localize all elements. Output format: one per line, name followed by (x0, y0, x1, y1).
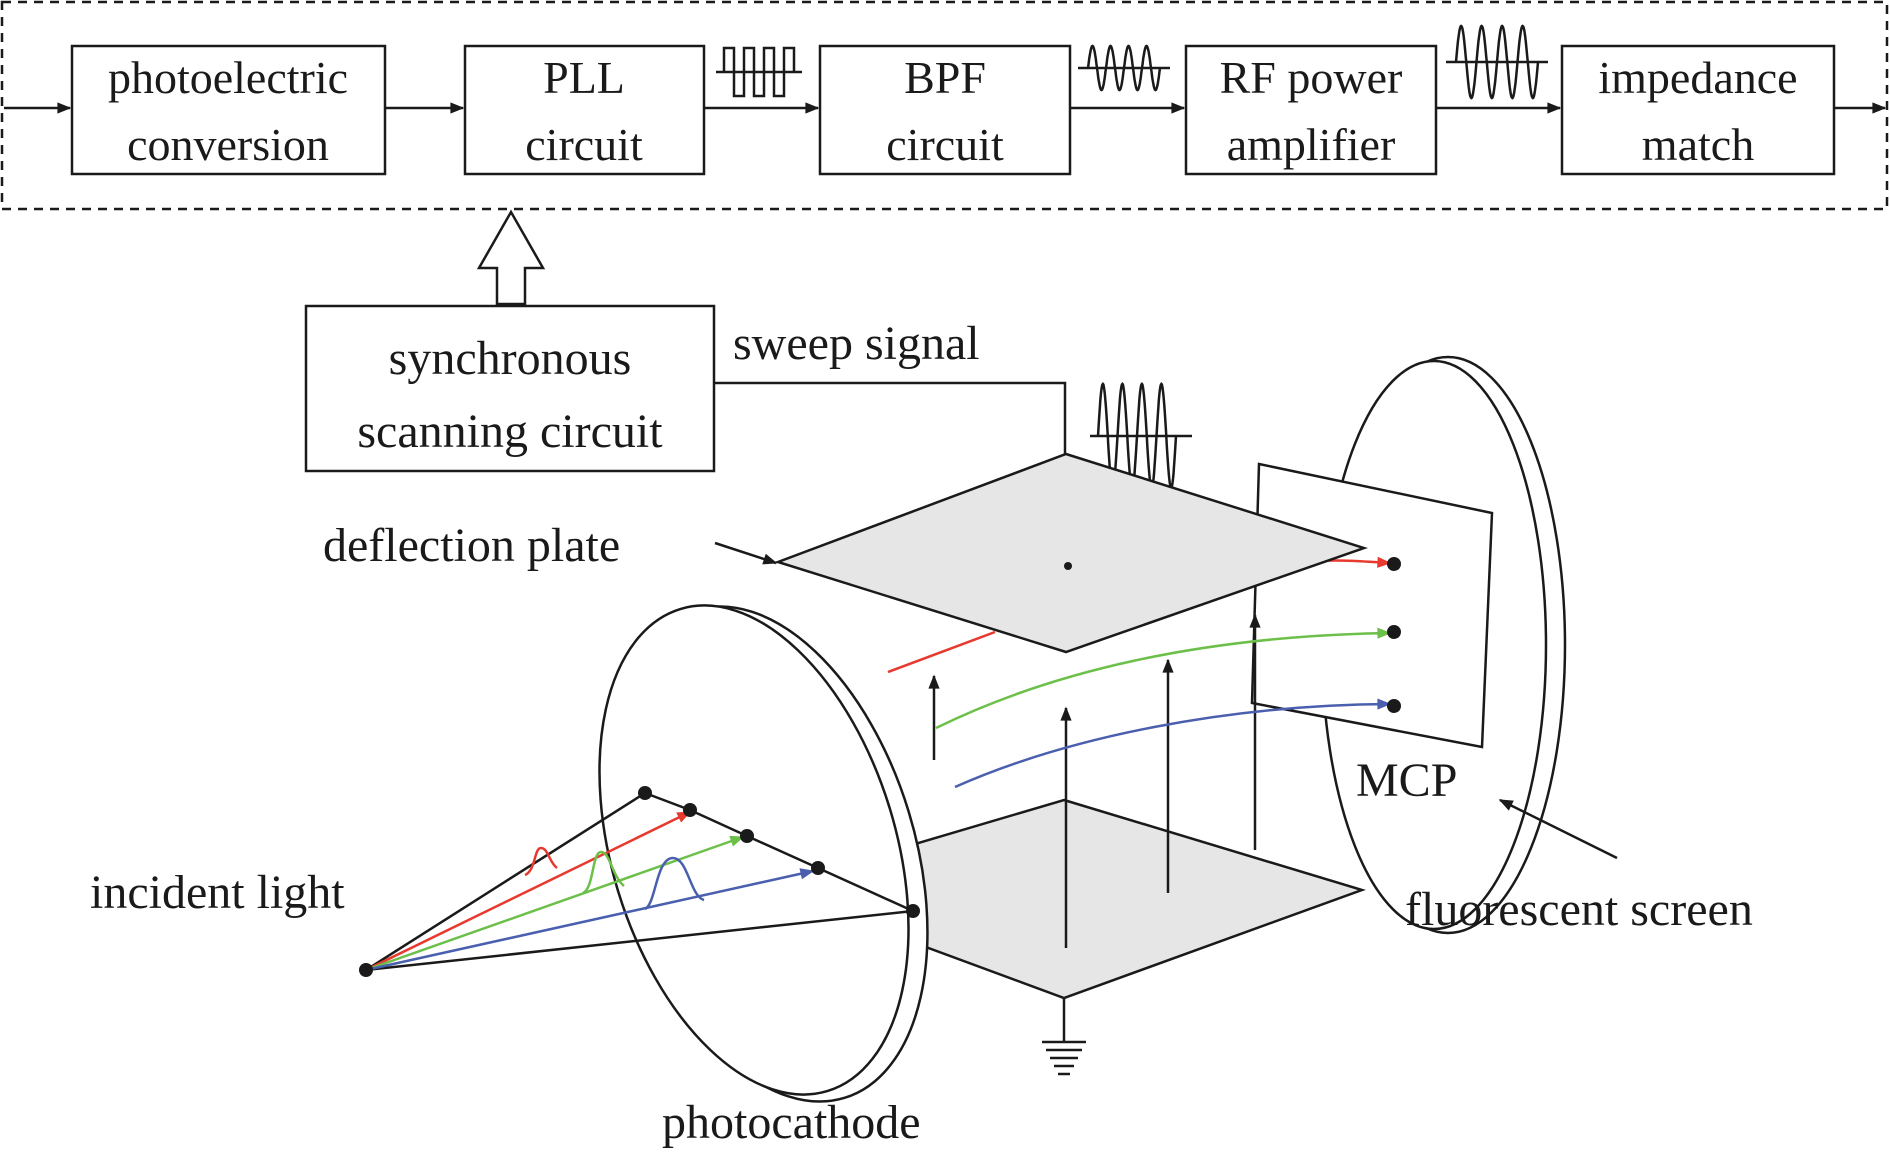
incident-light-fan (365, 791, 914, 972)
label-deflection-plate: deflection plate (323, 519, 620, 572)
sweep-contact-dot (1064, 562, 1072, 570)
block-photoelectric-conversion: photoelectric conversion (70, 44, 387, 176)
block-label-line1: impedance (1598, 52, 1797, 103)
block-label-line2: circuit (525, 119, 643, 170)
pointer-fluorescent-screen (1498, 798, 1618, 860)
block-pll-circuit: PLL circuit (463, 44, 706, 176)
block-label-line1: BPF (904, 52, 986, 103)
pulse-icon (644, 856, 705, 911)
block-label-line1: synchronous (389, 332, 632, 385)
screen-points (1387, 557, 1401, 713)
block-label-line2: conversion (127, 119, 329, 170)
green-beam (935, 627, 1392, 730)
block-label-line1: RF power (1220, 52, 1403, 103)
top-deflection-plate (774, 452, 1368, 654)
block-rf-power-amplifier: RF power amplifier (1184, 44, 1438, 176)
block-label-line2: match (1642, 119, 1754, 170)
square-wave-icon (716, 46, 802, 98)
label-mcp: MCP (1356, 754, 1457, 807)
sine-wave-icon (1446, 24, 1548, 100)
pulse-icon (524, 846, 558, 877)
block-label-line1: PLL (543, 52, 625, 103)
pulse-icon (582, 850, 625, 895)
block-bpf-circuit: BPF circuit (818, 44, 1072, 176)
block-label-line2: circuit (886, 119, 1004, 170)
dashed-enclosure (0, 0, 1889, 211)
hollow-up-arrow (476, 209, 546, 306)
label-sweep-signal: sweep signal (733, 317, 980, 370)
block-impedance-match: impedance match (1560, 44, 1836, 176)
label-photocathode: photocathode (662, 1096, 921, 1149)
block-synchronous-scanning-circuit: synchronous scanning circuit (304, 304, 716, 473)
fan-points (359, 786, 920, 977)
photocathode-disc (598, 604, 929, 1103)
label-fluorescent-screen: fluorescent screen (1405, 883, 1753, 936)
label-incident-light: incident light (90, 866, 345, 919)
block-label-line1: photoelectric (108, 52, 348, 103)
pointer-deflection-plate (714, 541, 778, 565)
electron-beams (887, 556, 1392, 789)
block-label-line2: scanning circuit (357, 405, 663, 458)
sine-wave-icon (1078, 44, 1170, 92)
block-label-line2: amplifier (1227, 119, 1396, 170)
signal-chain: photoelectric conversion PLL circuit BPF… (0, 0, 1889, 211)
blue-beam (954, 698, 1392, 789)
red-beam-lower (887, 630, 996, 674)
ground-icon (1042, 998, 1086, 1076)
